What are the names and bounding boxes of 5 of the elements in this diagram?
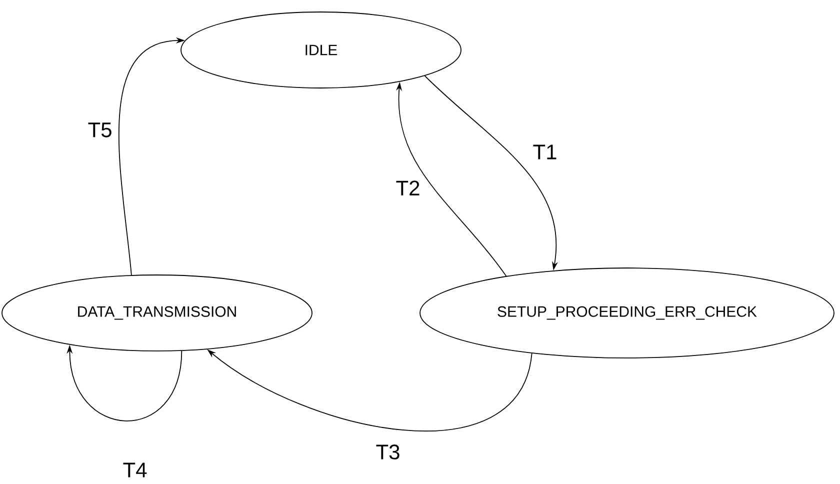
- edge-label: T4: [122, 462, 148, 478]
- edge-label: T3: [374, 444, 402, 460]
- edge-label: T2: [394, 180, 422, 196]
- edge-label: T5: [86, 122, 114, 138]
- edge-label: T1: [532, 144, 558, 160]
